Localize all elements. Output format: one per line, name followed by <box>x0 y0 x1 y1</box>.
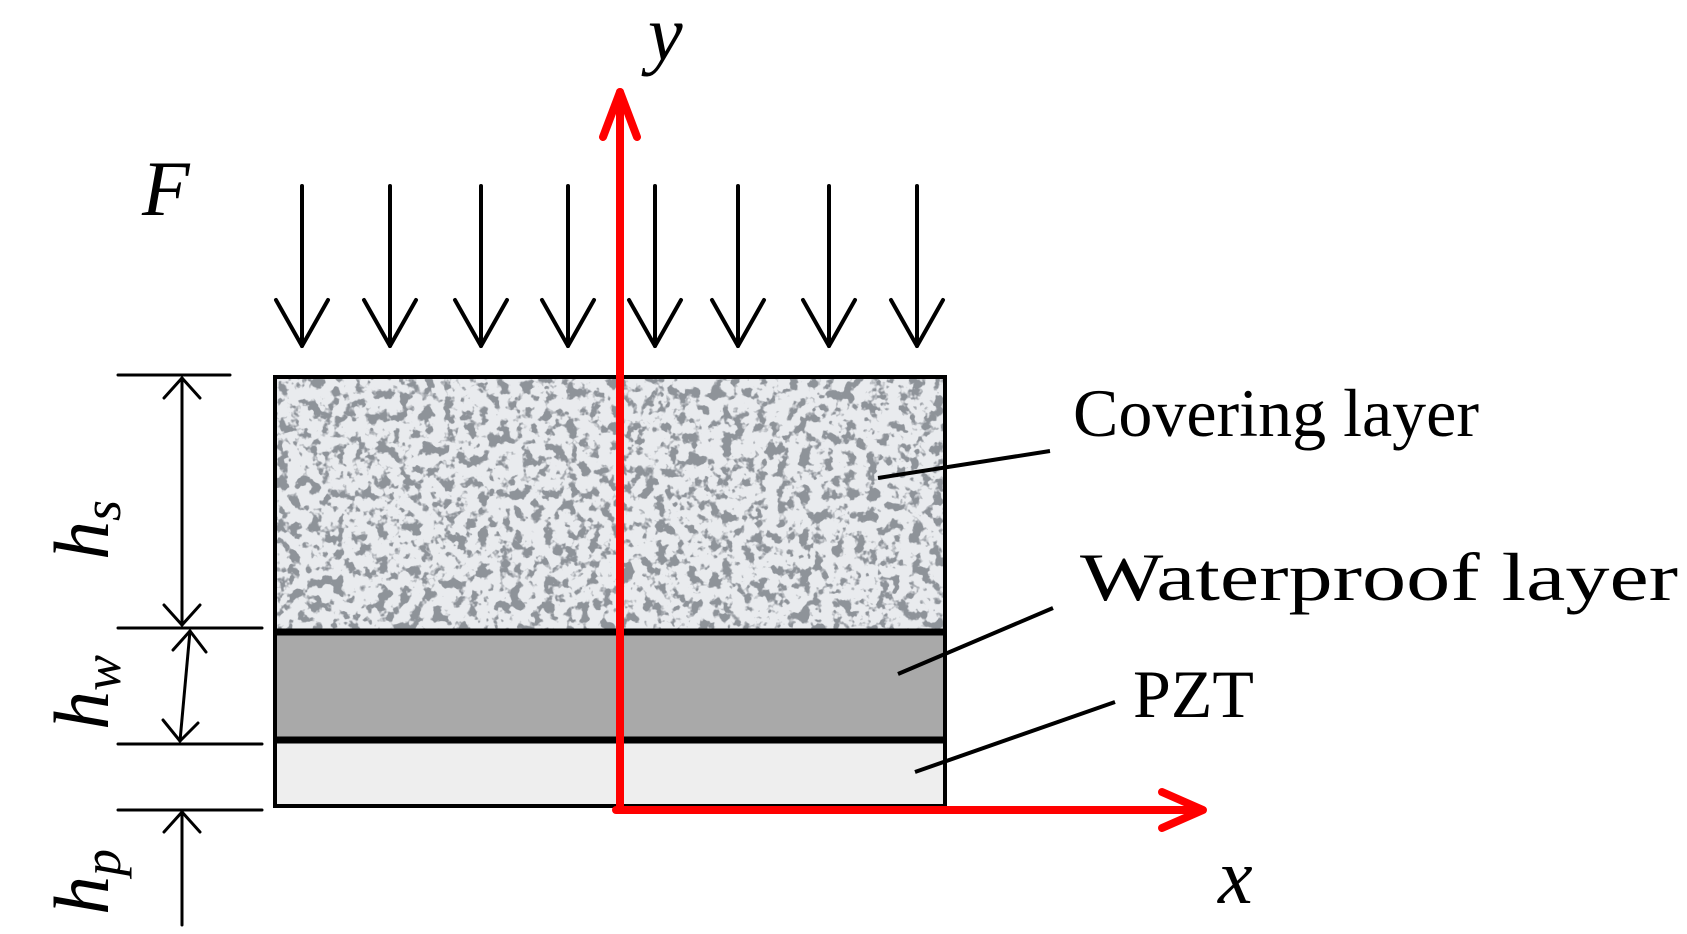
dimension-hw: hw <box>38 655 132 730</box>
x-axis-label: x <box>1217 833 1253 920</box>
dimension-lines <box>116 373 264 927</box>
pzt-label: PZT <box>1133 656 1254 732</box>
coordinate-axes <box>599 88 1207 832</box>
svg-text:hw: hw <box>38 655 132 730</box>
load-arrow <box>540 184 596 348</box>
load-arrows <box>274 184 945 348</box>
load-arrow <box>453 184 509 348</box>
load-arrow <box>801 184 857 348</box>
dimension-hs: hs <box>38 500 132 560</box>
force-label: F <box>141 145 191 232</box>
x-axis-arrowhead <box>1158 788 1207 832</box>
leader-lines <box>877 449 1116 774</box>
y-axis-arrowhead <box>599 88 641 141</box>
dimension-hp: hp <box>38 849 132 915</box>
load-arrow <box>889 184 945 348</box>
pzt-layer <box>275 742 945 806</box>
load-arrow <box>274 184 330 348</box>
covering-layer-texture <box>275 377 945 630</box>
covering-layer <box>275 377 945 630</box>
svg-text:hp: hp <box>38 849 132 915</box>
waterproof-layer-label: Waterproof layer <box>1080 539 1678 615</box>
covering-layer-label: Covering layer <box>1073 375 1479 451</box>
waterproof-layer <box>275 634 945 738</box>
load-arrow <box>710 184 766 348</box>
load-arrow <box>627 184 683 348</box>
svg-text:hs: hs <box>38 500 132 560</box>
layer-outlines <box>273 375 947 808</box>
y-axis-label: y <box>641 0 683 77</box>
load-arrow <box>362 184 418 348</box>
